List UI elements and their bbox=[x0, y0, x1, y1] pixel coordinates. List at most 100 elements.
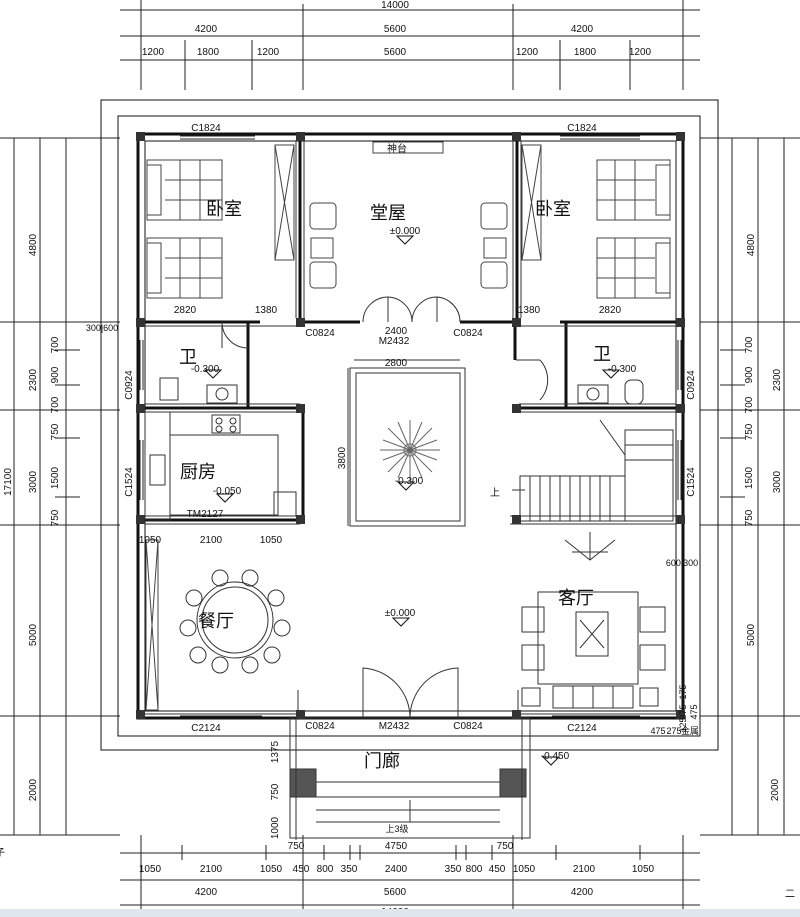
dim-left-a-0: 4800 bbox=[28, 233, 39, 256]
dim-top-a-2: 4200 bbox=[571, 24, 594, 35]
dim-bottom-a-11: 2100 bbox=[573, 864, 596, 875]
dim-edge: 金属 bbox=[681, 725, 699, 736]
dim-right-b-0: 700 bbox=[744, 336, 755, 353]
opening-c2124-left: C2124 bbox=[191, 723, 221, 734]
dim-bottom-a-9: 450 bbox=[489, 864, 506, 875]
dim-top-b-0: 1200 bbox=[142, 47, 165, 58]
dim-top-a-1: 5600 bbox=[384, 24, 407, 35]
dim-r275: 275 bbox=[666, 726, 681, 736]
altar-label: 神台 bbox=[387, 142, 407, 155]
dim-right-a-3: 5000 bbox=[746, 623, 757, 646]
hall-furniture bbox=[309, 141, 508, 289]
dim-w2400: 2400 bbox=[385, 326, 408, 337]
dim-right-b-3: 750 bbox=[744, 423, 755, 440]
dim-left-b-5: 750 bbox=[50, 509, 61, 526]
opening-c0824-1: C0824 bbox=[305, 328, 335, 339]
dim-top-total: 14000 bbox=[381, 0, 409, 11]
dim-top-b-5: 1800 bbox=[574, 47, 597, 58]
level-hall: ±0.000 bbox=[390, 226, 421, 237]
porch bbox=[289, 717, 531, 840]
dim-right-b-2: 700 bbox=[744, 396, 755, 413]
dim-bottom-a-3: 450 bbox=[293, 864, 310, 875]
dim-top-b-4: 1200 bbox=[516, 47, 539, 58]
opening-m2432-bottom: M2432 bbox=[379, 721, 410, 732]
opening-c1824-right: C1824 bbox=[567, 123, 597, 134]
dim-right-a-1: 2300 bbox=[772, 368, 783, 391]
level-courtyard: -0.300 bbox=[395, 476, 424, 487]
wall-inner-lines bbox=[145, 141, 676, 715]
dim-k1050-r: 1050 bbox=[260, 535, 283, 546]
kitchen-fixtures bbox=[144, 411, 297, 521]
dim-left-a-3: 5000 bbox=[28, 623, 39, 646]
dim-bottom-a-8: 800 bbox=[466, 864, 483, 875]
opening-m2432-top: M2432 bbox=[379, 336, 410, 347]
dim-bottom-a-5: 350 bbox=[341, 864, 358, 875]
dim-w300-600: 300|600 bbox=[86, 323, 118, 333]
dim-bottom-a-4: 800 bbox=[317, 864, 334, 875]
dim-v1000: 1000 bbox=[270, 816, 281, 839]
dim-left-b-1: 900 bbox=[50, 366, 61, 383]
dim-top-b-2: 1200 bbox=[257, 47, 280, 58]
steps-note: 上3级 bbox=[385, 823, 408, 834]
bath-fixtures bbox=[159, 377, 644, 405]
bottom-bar bbox=[0, 909, 800, 917]
opening-c1524-left: C1524 bbox=[124, 467, 135, 497]
dim-top-b-3: 5600 bbox=[384, 47, 407, 58]
room-living: 客厅 bbox=[558, 588, 594, 609]
dim-top-a-0: 4200 bbox=[195, 24, 218, 35]
dim-r475a: 475 bbox=[650, 726, 665, 736]
dim-left-a-4: 2000 bbox=[28, 778, 39, 801]
dim-right-b-5: 750 bbox=[744, 509, 755, 526]
room-hall: 堂屋 bbox=[370, 203, 406, 224]
level-bath-left: -0.300 bbox=[191, 364, 220, 375]
dim-r125: 125 bbox=[678, 717, 688, 732]
stairs bbox=[512, 419, 674, 561]
dim-k2100: 2100 bbox=[200, 535, 223, 546]
dim-bottom-a-2: 1050 bbox=[260, 864, 283, 875]
room-bedroom-right: 卧室 bbox=[535, 199, 571, 220]
dim-w600-300: 600|300 bbox=[666, 558, 698, 568]
dim-bottom-b-2: 4200 bbox=[571, 887, 594, 898]
level-porch: -0.450 bbox=[541, 751, 570, 762]
cut-right: 二 bbox=[785, 889, 795, 900]
dim-right-b-1: 900 bbox=[744, 366, 755, 383]
dim-left-b-3: 750 bbox=[50, 423, 61, 440]
dim-top-b-6: 1200 bbox=[629, 47, 652, 58]
cut-left: 子 bbox=[0, 847, 5, 859]
beds bbox=[146, 159, 671, 299]
level-center: ±0.000 bbox=[385, 608, 416, 619]
columns bbox=[136, 132, 685, 719]
opening-c0824-4: C0824 bbox=[453, 721, 483, 732]
opening-c0924-right: C0924 bbox=[686, 370, 697, 400]
opening-c0824-2: C0824 bbox=[453, 328, 483, 339]
windows bbox=[139, 135, 682, 717]
dim-w1380-left: 1380 bbox=[255, 305, 278, 316]
dim-v1375: 1375 bbox=[270, 740, 281, 763]
dim-p4750: 4750 bbox=[385, 841, 408, 852]
dim-right-a-4: 2000 bbox=[770, 778, 781, 801]
dim-bottom-b-1: 5600 bbox=[384, 887, 407, 898]
stair-up-note: 上 bbox=[490, 487, 500, 499]
room-kitchen: 厨房 bbox=[180, 462, 216, 483]
dim-r475b: 475 bbox=[689, 704, 699, 719]
dim-w1380-right: 1380 bbox=[518, 305, 541, 316]
courtyard bbox=[347, 359, 466, 527]
dim-top-b-1: 1800 bbox=[197, 47, 220, 58]
dim-k1050-l: 1050 bbox=[139, 535, 162, 546]
dim-w2820-right: 2820 bbox=[599, 305, 622, 316]
room-bath-left: 卫 bbox=[179, 347, 197, 368]
dim-w2800: 2800 bbox=[385, 358, 408, 369]
dim-bottom-a-7: 350 bbox=[445, 864, 462, 875]
room-porch: 门廊 bbox=[364, 751, 400, 772]
dim-right-a-0: 4800 bbox=[746, 233, 757, 256]
doors bbox=[221, 296, 549, 719]
room-dining: 餐厅 bbox=[198, 611, 234, 632]
dim-v750: 750 bbox=[270, 783, 281, 800]
opening-c0824-3: C0824 bbox=[305, 721, 335, 732]
dim-bottom-b-0: 4200 bbox=[195, 887, 218, 898]
room-bath-right: 卫 bbox=[593, 344, 611, 365]
dim-left-outer: 17100 bbox=[3, 468, 14, 496]
dim-r375: 375 bbox=[678, 704, 688, 719]
